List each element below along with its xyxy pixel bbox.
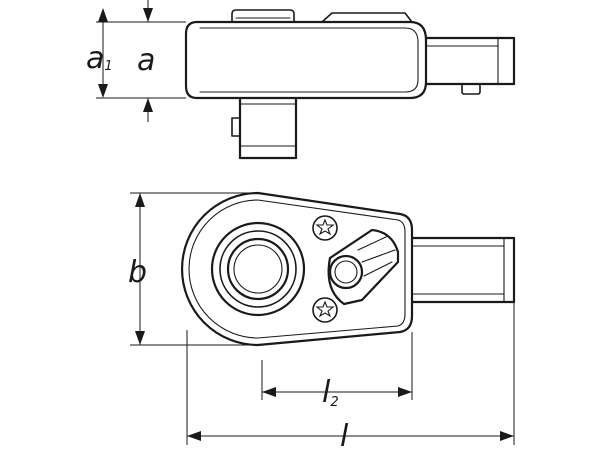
side-view xyxy=(184,9,516,160)
ratchet-gear-outer xyxy=(210,221,306,317)
label-a1: a1 xyxy=(86,41,113,76)
top-view xyxy=(180,191,516,347)
side-view-lever xyxy=(231,9,295,23)
label-l2: l2 xyxy=(322,375,339,410)
dimension-l xyxy=(186,302,515,445)
label-b: b xyxy=(128,255,147,290)
side-view-bottom-drive xyxy=(238,98,298,160)
top-view-head-body xyxy=(180,191,414,347)
dimension-a xyxy=(96,0,186,122)
torx-screw-icon xyxy=(312,215,338,241)
side-view-head-body xyxy=(184,20,428,100)
label-a: a xyxy=(137,43,155,78)
dimension-l2 xyxy=(261,332,413,400)
torx-screw-icon xyxy=(312,297,338,323)
ratchet-gear-inner xyxy=(226,237,290,301)
top-view-square-drive xyxy=(412,236,516,304)
label-l: l xyxy=(340,419,349,450)
dimension-b xyxy=(130,192,258,346)
reversing-lever-icon xyxy=(327,228,400,306)
ball-detent xyxy=(461,83,481,95)
side-view-square-drive xyxy=(426,36,516,86)
